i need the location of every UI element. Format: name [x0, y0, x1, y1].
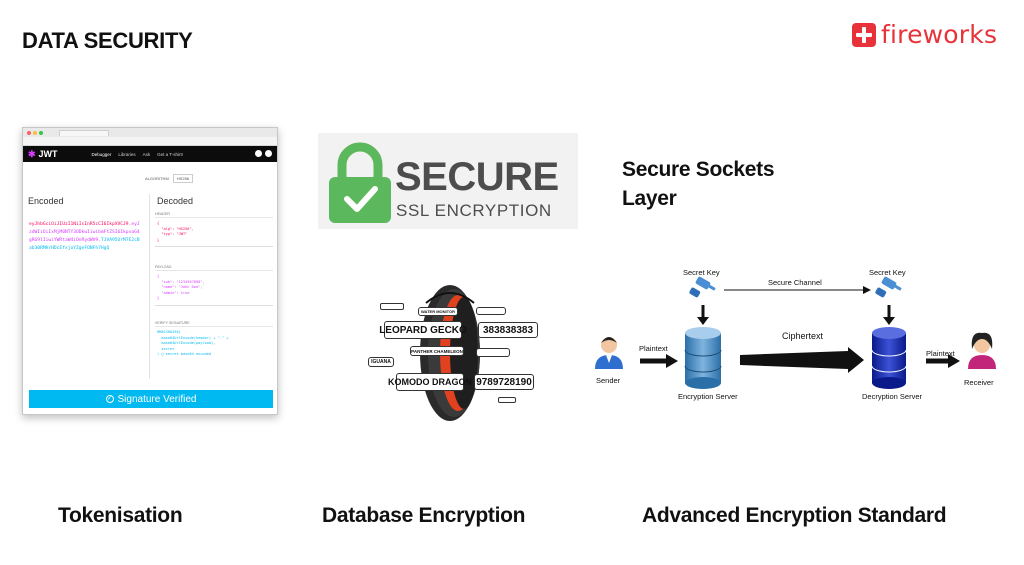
- plaintext-label-right: Plaintext: [926, 349, 955, 358]
- fireworks-logo-icon: [852, 22, 876, 47]
- check-circle-icon: ✓: [105, 395, 114, 403]
- jwt-nav-links: Debugger Libraries Ask Get a T-shirt!: [92, 152, 183, 157]
- jwt-encoded-heading: Encoded: [28, 196, 64, 206]
- sender-person-icon: [595, 337, 623, 369]
- db-tag-383838383: 383838383: [478, 322, 538, 338]
- secret-key-label-left: Secret Key: [683, 268, 720, 277]
- jwt-debugger-screenshot: ✱ JWT Debugger Libraries Ask Get a T-shi…: [22, 127, 278, 415]
- db-tag-small-3: [476, 348, 510, 357]
- jwt-nav-libraries: Libraries: [118, 151, 136, 157]
- logo-text: fireworks: [881, 20, 998, 49]
- jwt-brand: ✱ JWT: [28, 149, 58, 160]
- jwt-signature-body: HMACSHA256( base64UrlEncode(header) + ".…: [157, 330, 229, 356]
- jwt-signature-section: VERIFY SIGNATURE HMACSHA256( base64UrlEn…: [155, 320, 273, 361]
- ssl-secure-text: SECURE: [395, 155, 559, 199]
- db-tag-small-2: [476, 307, 506, 315]
- decryption-server-label: Decryption Server: [862, 392, 923, 401]
- signature-verified-label: Signature Verified: [117, 393, 197, 405]
- jwt-nav-tshirt: Get a T-shirt!: [157, 151, 184, 157]
- sender-label: Sender: [596, 376, 621, 385]
- jwt-token-signature: TJVA95OrM7E2cBab30RMHrHDcEfxjoYZgeFONFh7…: [29, 238, 140, 251]
- caption-aes: Advanced Encryption Standard: [642, 504, 947, 527]
- secret-key-label-right: Secret Key: [869, 268, 906, 277]
- ciphertext-label: Ciphertext: [782, 331, 824, 341]
- plaintext-label-left: Plaintext: [639, 344, 668, 353]
- jwt-encoded-token: eyJhbGciOiJIUzI1NiIsInR5cCI6IkpXVCJ9.eyJ…: [29, 221, 141, 253]
- ssl-label: Secure Sockets Layer: [622, 158, 775, 210]
- db-tag-water-monitor: WATER MONITOR: [418, 307, 458, 316]
- jwt-token-header: eyJhbGciOiJIUzI1NiIsInR5cCI6IkpXVCJ9.: [29, 222, 132, 227]
- browser-url-bar: [23, 137, 277, 146]
- jwt-header-label: HEADER: [155, 211, 273, 218]
- auth0-icon: [255, 150, 262, 157]
- jwt-star-icon: ✱: [28, 148, 36, 159]
- db-tag-9789728190: 9789728190: [474, 374, 534, 390]
- jwt-header-section: HEADER { "alg": "HS256", "typ": "JWT" }: [155, 211, 273, 247]
- database-encryption-graphic: WATER MONITOR LEOPARD GECKO 383838383 PA…: [366, 283, 542, 423]
- caption-tokenisation: Tokenisation: [58, 504, 183, 527]
- db-tag-komodo-dragon: KOMODO DRAGON: [388, 373, 472, 391]
- ssl-secure-banner: SECURE SSL ENCRYPTION: [318, 133, 578, 229]
- jwt-divider: [149, 194, 150, 379]
- ssl-subtitle: SSL ENCRYPTION: [396, 201, 552, 220]
- db-tag-small-1: [380, 303, 404, 310]
- receiver-label: Receiver: [964, 378, 994, 387]
- minimize-dot-icon: [33, 130, 37, 135]
- jwt-nav-ask: Ask: [142, 151, 151, 157]
- padlock-icon: [329, 142, 391, 223]
- encryption-server-icon: [684, 327, 722, 389]
- aes-diagram: Secret Key Secret Key Secure Channel Pla…: [592, 265, 1012, 415]
- jwt-nav-icons: [255, 150, 272, 157]
- jwt-payload-label: PAYLOAD: [155, 264, 273, 271]
- db-tag-iguana: IGUANA: [368, 357, 394, 367]
- browser-tab: [59, 129, 109, 136]
- github-icon: [265, 150, 272, 157]
- db-tag-panther-chameleon: PANTHER CHAMELEON: [410, 346, 464, 356]
- maximize-dot-icon: [39, 130, 43, 135]
- jwt-navbar: ✱ JWT Debugger Libraries Ask Get a T-shi…: [23, 146, 277, 162]
- decryption-server-icon: [871, 327, 907, 389]
- jwt-token-payload: eyJzdWIiOiIxMjM0NTY3ODkwIiwibmFtZSI6Ikpv…: [29, 222, 140, 243]
- jwt-payload-body: { "sub": "1234567890", "name": "John Doe…: [157, 274, 205, 300]
- secret-key-icon-right: [875, 276, 902, 298]
- caption-database-encryption: Database Encryption: [322, 504, 526, 527]
- jwt-header-body: { "alg": "HS256", "typ": "JWT" }: [157, 221, 194, 242]
- receiver-person-icon: [968, 332, 996, 369]
- jwt-algorithm: ALGORITHM HS256: [145, 174, 194, 183]
- slide-title: DATA SECURITY: [22, 28, 193, 53]
- jwt-payload-section: PAYLOAD { "sub": "1234567890", "name": "…: [155, 264, 273, 306]
- close-dot-icon: [27, 130, 31, 135]
- jwt-signature-label: VERIFY SIGNATURE: [155, 320, 273, 327]
- signature-verified-banner: ✓ Signature Verified: [29, 390, 273, 408]
- secret-key-icon-left: [689, 276, 716, 298]
- browser-chrome: [23, 128, 277, 137]
- jwt-decoded-heading: Decoded: [157, 196, 194, 206]
- jwt-algorithm-label: ALGORITHM: [145, 176, 169, 181]
- jwt-brand-text: JWT: [38, 149, 58, 159]
- encryption-server-label: Encryption Server: [678, 392, 738, 401]
- db-tag-leopard-gecko: LEOPARD GECKO: [379, 321, 467, 339]
- jwt-algorithm-select: HS256: [172, 174, 194, 183]
- db-tag-small-4: [498, 397, 516, 403]
- aes-diagram-graphics: [595, 276, 996, 389]
- fireworks-logo: fireworks: [852, 20, 997, 49]
- secure-channel-label: Secure Channel: [768, 278, 822, 287]
- jwt-nav-debugger: Debugger: [91, 151, 112, 157]
